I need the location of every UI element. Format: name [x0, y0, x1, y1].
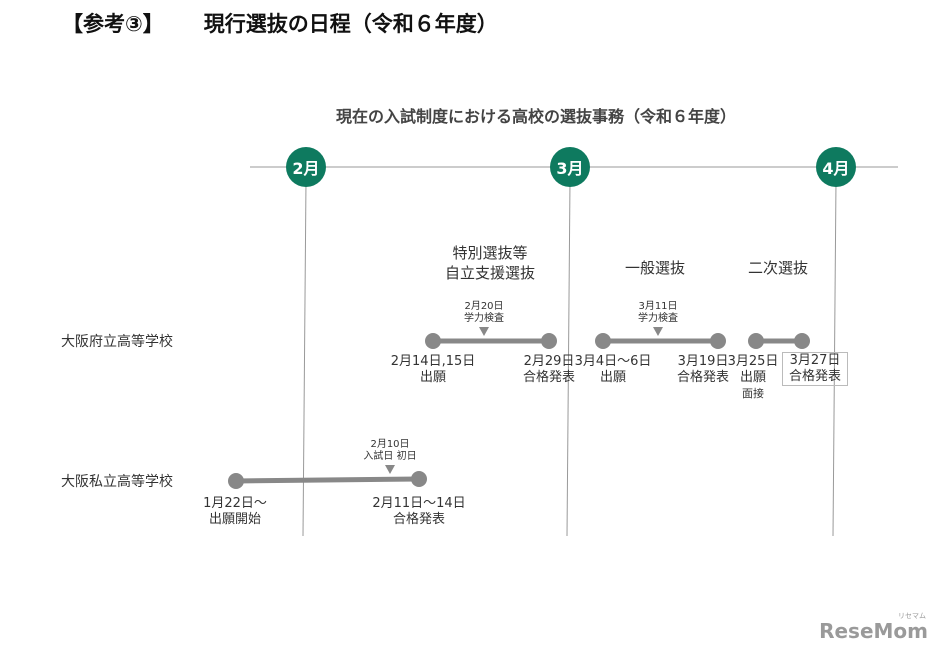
section-label-special-line1: 特別選抜等	[452, 244, 528, 262]
marker-special-mid	[479, 327, 489, 336]
node-second-end	[794, 333, 810, 349]
month-circle-apr	[816, 147, 856, 187]
event-second-start-date: 3月25日	[727, 354, 779, 369]
timeline-private	[235, 476, 420, 484]
section-label-special: 特別選抜等 自立支援選抜	[435, 243, 545, 283]
node-general-start	[595, 333, 611, 349]
marker-general-mid	[653, 327, 663, 336]
row-label-private: 大阪私立高等学校	[61, 474, 173, 490]
event-special-end: 2月29日 合格発表	[499, 354, 599, 386]
resemom-watermark-text: ReseMom	[819, 619, 928, 643]
event-general-start-desc: 出願	[599, 370, 626, 385]
month-line-apr	[832, 179, 837, 537]
event-private-mid-date: 2月10日	[370, 439, 410, 450]
event-special-start-date: 2月14日,15日	[390, 354, 476, 369]
month-label-apr: 4月	[822, 159, 849, 178]
node-special-end	[541, 333, 557, 349]
event-private-end-date: 2月11日～14日	[372, 496, 466, 511]
event-general-mid: 3月11日 学力検査	[618, 301, 698, 325]
resemom-watermark-kana: リセマム	[898, 612, 926, 620]
event-general-mid-desc: 学力検査	[638, 313, 678, 324]
section-label-second: 二次選抜	[747, 259, 808, 277]
event-special-start: 2月14日,15日 出願	[378, 354, 488, 386]
event-private-mid-desc: 入試日 初日	[363, 451, 417, 462]
month-circle-mar	[550, 147, 590, 187]
event-general-end: 3月19日 合格発表	[658, 354, 748, 386]
node-second-start	[748, 333, 764, 349]
event-general-mid-date: 3月11日	[638, 301, 678, 312]
event-special-start-desc: 出願	[419, 370, 446, 385]
row-label-prefectural: 大阪府立高等学校	[61, 334, 173, 350]
month-label-mar: 3月	[556, 159, 583, 178]
node-private-start	[228, 473, 244, 489]
event-special-mid: 2月20日 学力検査	[444, 301, 524, 325]
event-general-start-date: 3月4日～6日	[574, 354, 652, 369]
event-general-end-date: 3月19日	[677, 354, 729, 369]
page-title-text: 現行選抜の日程（令和６年度）	[203, 12, 498, 36]
event-private-start: 1月22日～ 出願開始	[190, 496, 280, 528]
event-private-start-desc: 出願開始	[208, 512, 261, 527]
event-second-end-date: 3月27日	[789, 353, 841, 368]
node-general-end	[710, 333, 726, 349]
page-title: 【参考③】 現行選抜の日程（令和６年度）	[62, 8, 498, 38]
event-general-start: 3月4日～6日 出願	[563, 354, 663, 386]
section-label-general: 一般選抜	[624, 259, 685, 277]
marker-private-mid	[385, 465, 395, 474]
event-second-start: 3月25日 出願 面接	[723, 354, 783, 402]
section-label-special-line2: 自立支援選抜	[444, 264, 535, 282]
event-special-end-date: 2月29日	[523, 354, 575, 369]
event-special-mid-date: 2月20日	[464, 301, 504, 312]
resemom-watermark: リセマム ReseMom	[819, 612, 928, 643]
event-second-start-desc2: 面接	[742, 387, 764, 400]
node-private-end	[411, 471, 427, 487]
event-private-end-desc: 合格発表	[392, 512, 445, 527]
node-special-start	[425, 333, 441, 349]
event-second-end-desc: 合格発表	[789, 369, 842, 384]
page-title-ref: 【参考③】	[62, 12, 164, 36]
month-line-mar	[566, 179, 571, 537]
event-general-end-desc: 合格発表	[676, 370, 729, 385]
event-private-start-date: 1月22日～	[203, 496, 267, 511]
diagram-title: 現在の入試制度における高校の選抜事務（令和６年度）	[335, 107, 736, 126]
month-label-feb: 2月	[292, 159, 319, 178]
event-second-start-desc: 出願	[739, 370, 766, 385]
event-private-end: 2月11日～14日 合格発表	[364, 496, 474, 528]
event-private-mid: 2月10日 入試日 初日	[350, 439, 430, 463]
event-special-mid-desc: 学力検査	[464, 313, 504, 324]
month-circle-feb	[286, 147, 326, 187]
event-special-end-desc: 合格発表	[522, 370, 575, 385]
month-line-feb	[302, 179, 307, 537]
event-second-end: 3月27日 合格発表	[782, 352, 849, 386]
